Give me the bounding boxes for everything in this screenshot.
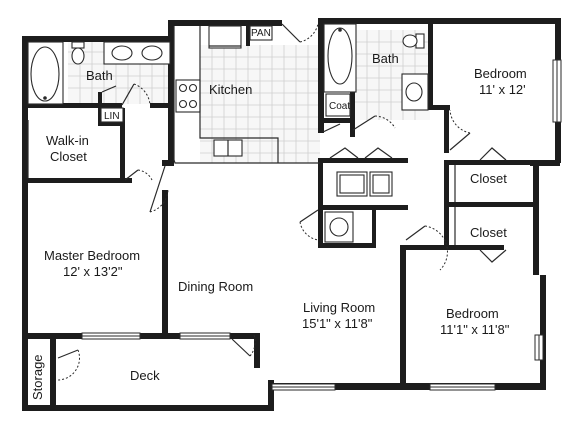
walls (22, 18, 561, 411)
label-closet-upper: Closet (470, 171, 507, 186)
label-bedroom-top-size: 11' x 12' (479, 82, 526, 97)
label-master-bedroom: Master Bedroom (44, 248, 140, 263)
windows (81, 59, 562, 391)
pantry (249, 25, 273, 41)
label-bedroom-top: Bedroom (474, 66, 527, 81)
vanity-double-left (103, 41, 171, 65)
toilet-left (71, 41, 85, 65)
bathtub-left (27, 41, 64, 105)
label-closet-lower: Closet (470, 225, 507, 240)
label-living-room: Living Room (303, 300, 375, 315)
label-coat: Coat (329, 101, 350, 112)
stove (175, 79, 201, 113)
water-heater (324, 211, 354, 243)
vanity-right (401, 73, 429, 111)
label-living-size: 15'1" x 11'8" (302, 316, 373, 331)
label-bath-left: Bath (86, 68, 113, 83)
bathtub-right (323, 23, 357, 93)
label-deck: Deck (130, 368, 160, 383)
washer-dryer (336, 171, 393, 197)
label-bath-right: Bath (372, 51, 399, 66)
label-storage: Storage (30, 354, 45, 400)
closet-shelves (27, 120, 456, 245)
coat-closet (325, 93, 351, 117)
label-kitchen: Kitchen (209, 82, 252, 97)
label-walkin-line2: Closet (50, 149, 87, 164)
label-master-size: 12' x 13'2" (63, 264, 123, 279)
label-walkin-line1: Walk-in (46, 133, 89, 148)
label-bedroom-right-size: 11'1" x 11'8" (440, 322, 510, 337)
label-dining-room: Dining Room (178, 279, 253, 294)
label-pan: PAN (251, 28, 271, 39)
doors (57, 23, 507, 381)
lin-box (100, 107, 124, 123)
label-lin: LIN (104, 111, 120, 122)
kitchen-counter (173, 26, 320, 164)
refrigerator (208, 25, 242, 49)
label-bedroom-right: Bedroom (446, 306, 499, 321)
toilet-right (402, 33, 425, 49)
